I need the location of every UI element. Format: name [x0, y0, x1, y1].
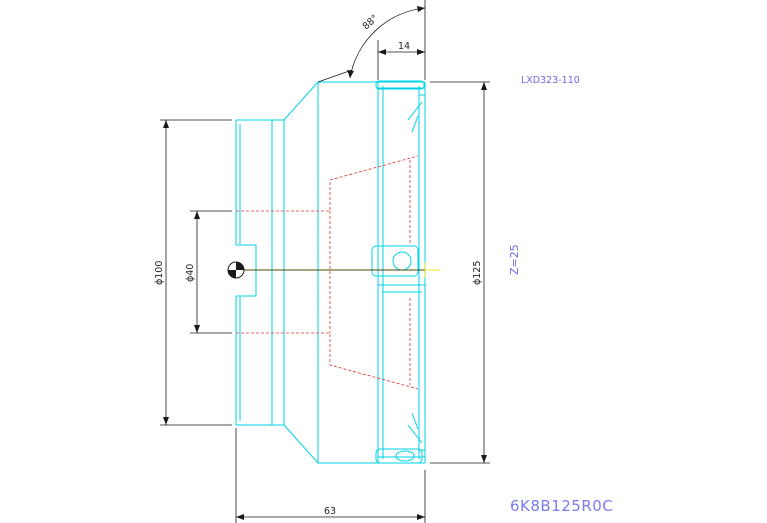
length-dimension-label: 63 [324, 506, 336, 517]
model-number-label: 6K8B125R0C [510, 497, 613, 515]
cutter-diameter-label: ϕ125 [472, 261, 483, 285]
part-code-label: LXD323-110 [521, 75, 580, 86]
center-axis [236, 262, 440, 278]
hidden-lines [236, 155, 419, 390]
dimension-arrows [163, 6, 487, 520]
dimension-lines [160, 0, 490, 523]
width-dimension-label: 14 [398, 41, 410, 52]
center-datum-icon [227, 261, 245, 279]
hub-diameter-label: ϕ100 [154, 261, 165, 285]
cutter-body-outline [235, 80, 426, 464]
teeth-count-label: Z=25 [508, 244, 521, 275]
bore-diameter-label: ϕ40 [185, 264, 196, 282]
